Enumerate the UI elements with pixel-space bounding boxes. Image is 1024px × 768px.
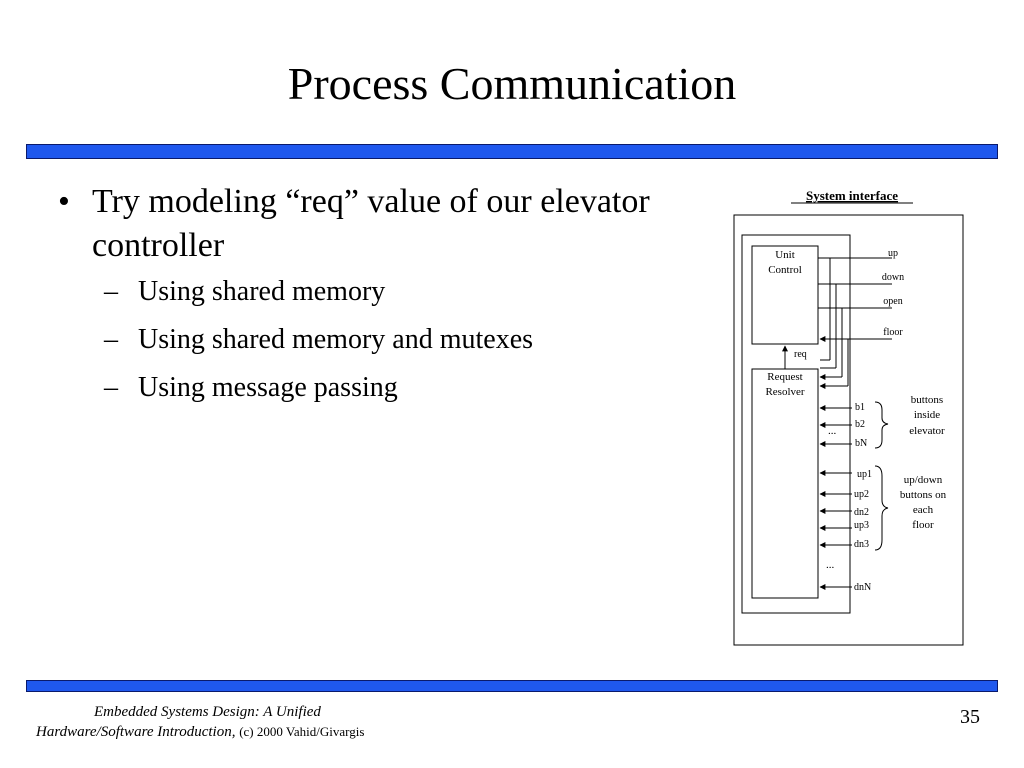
outer-frame [733,214,964,646]
group-label-buttons: elevator [909,425,945,437]
input-label: b2 [855,419,865,430]
input-label: up1 [857,469,872,480]
request-resolver-label: Resolver [765,386,804,398]
request-resolver-label: Request [767,371,802,383]
slide-title: Process Communication [287,58,737,109]
output-label-up: up [888,248,898,259]
input-label: up2 [854,489,869,500]
bottom-divider-bar [26,680,998,692]
bullet-item: • Try modeling “req” value of our elevat… [58,180,678,268]
input-label: dnN [854,582,871,593]
input-label: bN [855,438,867,449]
top-divider-bar [26,144,998,159]
group-label-buttons: inside [914,409,940,421]
dash-glyph: – [104,324,118,355]
dash-glyph: – [104,372,118,403]
sub-bullet-text: Using shared memory and mutexes [138,324,534,355]
bullet-text: Try modeling “req” value of our elevator… [92,183,650,264]
request-resolver-block [751,368,819,599]
group-label-updown: each [913,504,934,516]
footer-book-title: Hardware/Software Introduction, [36,724,236,740]
page-number: 35 [960,706,980,728]
unit-control-label: Unit [775,249,795,261]
input-label: dn3 [854,539,869,550]
brace-buttons-inside [874,401,889,449]
diagram-heading: System interface [806,188,898,203]
group-label-updown: up/down [904,474,943,486]
req-label: req [794,349,807,360]
output-label-open: open [883,296,902,307]
output-label-down: down [882,272,904,283]
sub-bullet-text: Using shared memory [138,276,386,307]
sub-bullet-text: Using message passing [138,372,398,403]
sub-bullet-item: – Using message passing [58,364,678,412]
bullet-list: • Try modeling “req” value of our elevat… [58,180,678,412]
footer-copyright: (c) 2000 Vahid/Givargis [239,724,365,739]
unit-control-block [751,245,819,345]
group-label-buttons: buttons [911,394,943,406]
group-label-updown: floor [912,519,934,531]
input-label: dn2 [854,507,869,518]
sub-bullet-item: – Using shared memory and mutexes [58,316,678,364]
footer-line-2: Hardware/Software Introduction, (c) 2000… [36,722,436,742]
output-label-floor: floor [883,327,903,338]
footer-line-1: Embedded Systems Design: A Unified [94,704,321,720]
sub-bullet-list: – Using shared memory – Using shared mem… [58,268,678,412]
ellipsis: ... [828,425,837,437]
dash-glyph: – [104,276,118,307]
input-label: up3 [854,520,869,531]
input-label: b1 [855,402,865,413]
unit-control-label: Control [768,264,802,276]
bullet-glyph: • [58,183,70,220]
group-label-updown: buttons on [900,489,947,501]
inner-frame [741,234,851,614]
brace-updown-buttons [874,465,889,551]
sub-bullet-item: – Using shared memory [58,268,678,316]
footer-citation: Embedded Systems Design: A Unified Hardw… [36,702,436,742]
ellipsis: ... [826,559,835,571]
